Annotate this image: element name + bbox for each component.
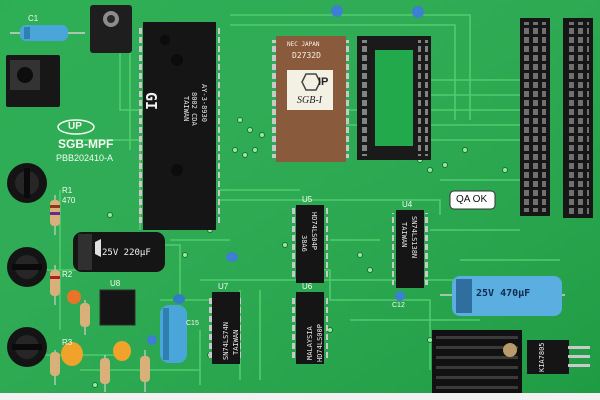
chip-eprom [272, 36, 350, 162]
u5-marking: HD74LS04P [310, 212, 318, 250]
label-u5: U5 [302, 195, 313, 204]
power-jack [6, 55, 60, 107]
knob-3 [7, 327, 47, 367]
regulator-marking: KIA7805 [538, 342, 546, 372]
label-c1: C1 [28, 14, 39, 23]
knob-1 [7, 163, 47, 203]
cpu-part: AY-3-8930 [200, 84, 208, 122]
cap-470uf-marking: 25V 470μF [476, 288, 531, 299]
capacitor-blue [160, 305, 187, 363]
label-u7: U7 [218, 282, 229, 291]
chip-u4 [392, 210, 428, 288]
label-u4: U4 [402, 200, 413, 209]
regulator [527, 340, 590, 374]
cap-220uf-marking: 25V 220μF [102, 248, 151, 258]
u7-marking: SN74LS74N [222, 322, 230, 360]
knob-2 [7, 247, 47, 287]
cpu-origin: TAIWAN [182, 96, 190, 122]
ic-socket [357, 36, 431, 160]
label-u6: U6 [302, 282, 313, 291]
capacitor-470uf [440, 276, 565, 316]
label-r2: R2 [62, 270, 73, 279]
label-c12: C12 [392, 302, 405, 309]
u4-marking: SN74LS138N [410, 216, 418, 259]
eprom-part: D2732D [292, 51, 321, 60]
cpu-logo: GI [142, 92, 160, 111]
label-c15: C15 [186, 320, 199, 327]
eprom-handwriting: SGB-I [297, 95, 322, 106]
audio-jack [90, 5, 132, 53]
chip-u8 [99, 289, 136, 326]
u7-origin: TAIWAN [232, 329, 240, 355]
logo [57, 119, 95, 135]
eprom-window-label: IP [318, 76, 329, 88]
label-u8: U8 [110, 279, 121, 288]
copper-traces [20, 14, 560, 385]
chip-u6 [292, 292, 328, 364]
label-r1: R1 [62, 186, 73, 195]
chip-u5 [292, 205, 328, 283]
label-r1-value: 470 [62, 196, 76, 205]
chip-cpu [139, 22, 220, 230]
chip-u7 [208, 292, 244, 364]
u6-origin: MALAYSIA [306, 326, 314, 360]
eprom-maker: NEC JAPAN [287, 41, 320, 48]
capacitor-220uf [73, 232, 165, 272]
qa-sticker-text: QA OK [456, 194, 488, 205]
header-pins [520, 18, 593, 218]
capacitor-c1 [10, 25, 85, 41]
board-part-number: PBB202410-A [56, 153, 114, 163]
u4-origin: TAIWAN [400, 222, 408, 248]
heatsink [432, 330, 522, 398]
label-r3: R3 [62, 338, 73, 347]
u5-date: 38A6 [300, 235, 308, 252]
u6-marking: HD74LS00P [316, 324, 324, 362]
resistors [50, 195, 150, 392]
logo-text: UP [68, 121, 82, 132]
cpu-code: 8002 CDA [190, 92, 198, 126]
ceramic-caps [61, 5, 424, 366]
board-model: SGB-MPF [58, 137, 114, 151]
